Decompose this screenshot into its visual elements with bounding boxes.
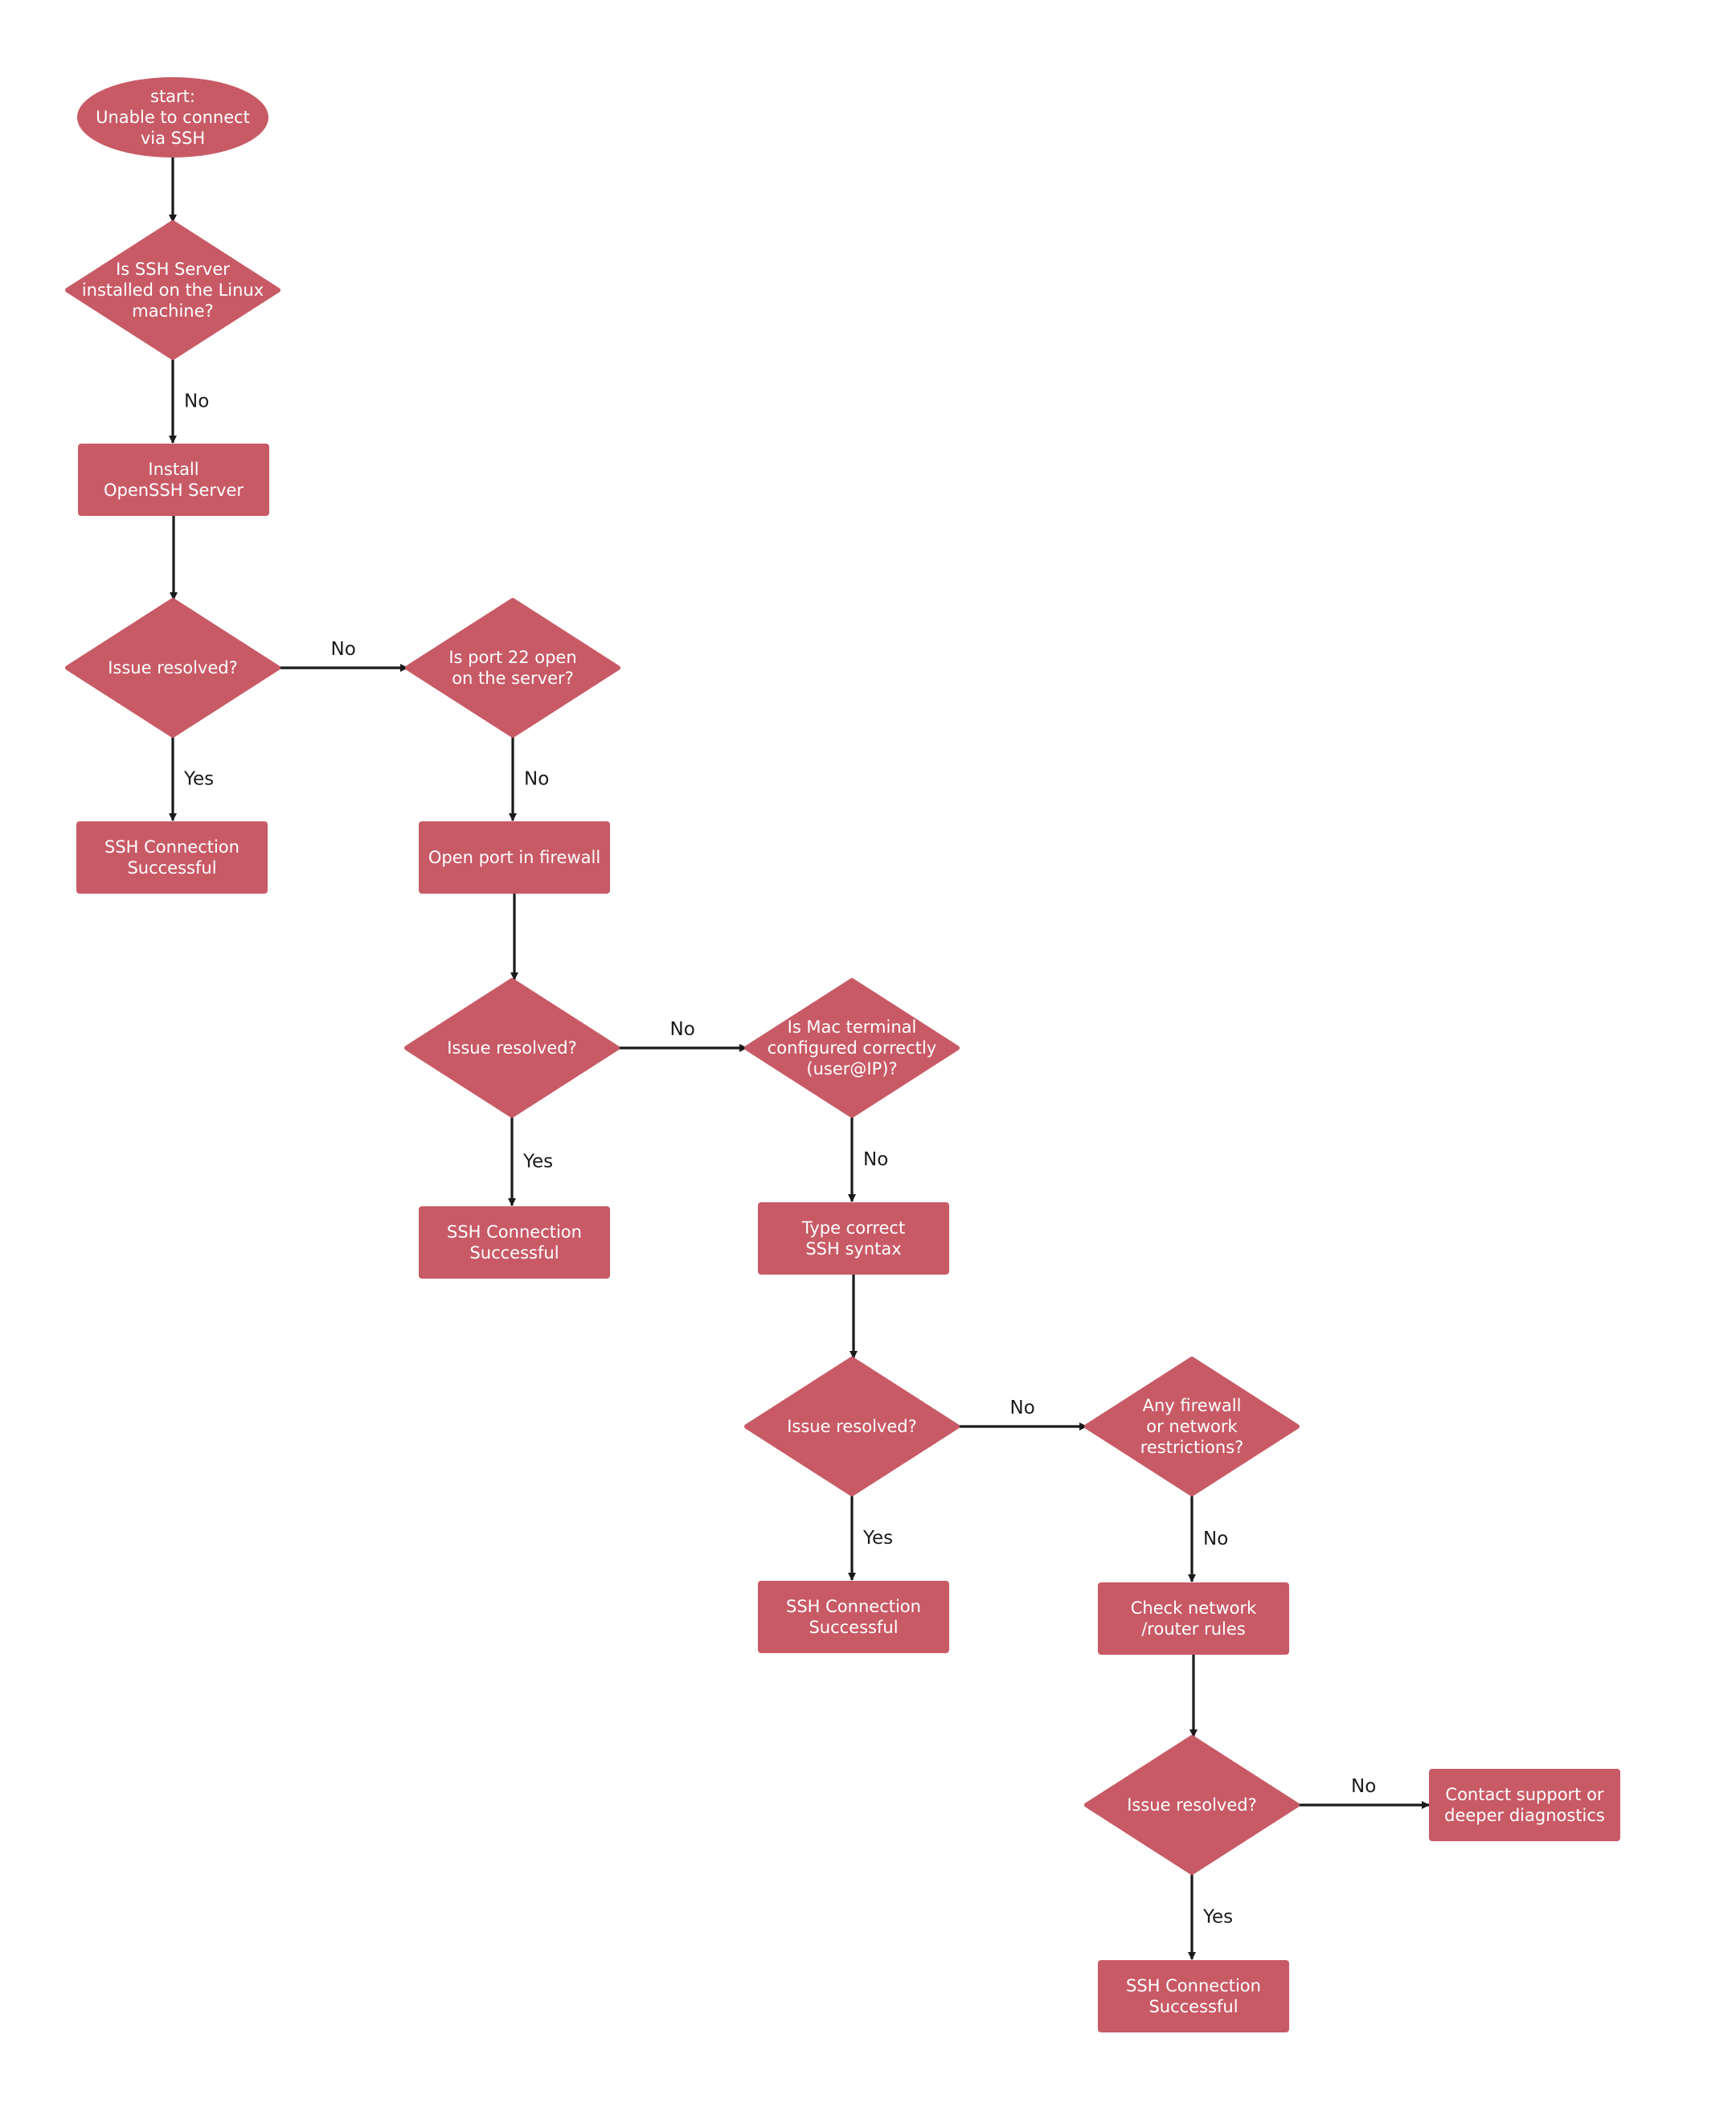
process-box bbox=[758, 1581, 949, 1653]
process-box bbox=[758, 1202, 949, 1275]
edge-label: No bbox=[1203, 1529, 1228, 1549]
node-contact: Contact support or deeper diagnostics bbox=[1429, 1769, 1620, 1841]
node-label-line: Contact support or bbox=[1445, 1785, 1604, 1804]
node-label-line: Successful bbox=[127, 858, 216, 878]
node-label-line: Is SSH Server bbox=[116, 260, 230, 279]
node-start: start: Unable to connect via SSH bbox=[77, 77, 268, 158]
decision-diamond bbox=[1084, 1357, 1300, 1496]
node-label-line: (user@IP)? bbox=[806, 1059, 897, 1079]
edge-label: Yes bbox=[522, 1152, 553, 1173]
process-box bbox=[78, 444, 269, 516]
process-box bbox=[76, 821, 268, 894]
node-label-line: Is port 22 open bbox=[448, 648, 576, 667]
node-label-line: Issue resolved? bbox=[447, 1038, 577, 1058]
node-label-line: installed on the Linux bbox=[82, 280, 264, 300]
node-resolved2: Issue resolved? bbox=[404, 978, 620, 1118]
node-label-line: SSH Connection bbox=[104, 837, 240, 857]
node-label-line: deeper diagnostics bbox=[1444, 1806, 1605, 1825]
node-label-line: Issue resolved? bbox=[1127, 1795, 1257, 1815]
decision-diamond bbox=[744, 1357, 960, 1496]
process-box bbox=[1098, 1582, 1289, 1655]
node-label-line: Open port in firewall bbox=[428, 848, 600, 867]
edge-label: No bbox=[524, 769, 549, 790]
decision-diamond bbox=[65, 220, 280, 360]
node-label-line: OpenSSH Server bbox=[104, 481, 244, 500]
node-label-line: restrictions? bbox=[1140, 1438, 1244, 1457]
decision-diamond bbox=[65, 598, 280, 738]
edge-label: No bbox=[1010, 1398, 1035, 1418]
node-label-line: SSH Connection bbox=[447, 1222, 582, 1242]
edge-label: Yes bbox=[1202, 1907, 1233, 1928]
node-label-line: start: bbox=[150, 87, 195, 106]
node-label-line: SSH syntax bbox=[805, 1239, 901, 1259]
node-label-line: Type correct bbox=[801, 1218, 905, 1238]
decision-diamond bbox=[1084, 1735, 1300, 1875]
node-q-firewall: Any firewall or network restrictions? bbox=[1084, 1357, 1300, 1496]
node-label-line: Unable to connect bbox=[96, 108, 250, 127]
edge-label: No bbox=[1351, 1776, 1376, 1797]
node-q-port: Is port 22 open on the server? bbox=[405, 598, 620, 738]
edge-label: No bbox=[670, 1019, 695, 1040]
node-label-line: configured correctly bbox=[768, 1038, 936, 1058]
node-label-line: SSH Connection bbox=[1126, 1976, 1261, 1995]
decision-diamond bbox=[744, 978, 960, 1118]
node-label-line: Is Mac terminal bbox=[788, 1017, 917, 1037]
node-resolved1: Issue resolved? bbox=[65, 598, 280, 738]
node-open-port: Open port in firewall bbox=[419, 821, 610, 894]
node-label-line: Successful bbox=[469, 1243, 559, 1263]
edge-label: No bbox=[863, 1149, 888, 1170]
node-label-line: Successful bbox=[1148, 1997, 1238, 2016]
node-label-line: on the server? bbox=[452, 669, 574, 688]
node-label-line: Check network bbox=[1131, 1598, 1257, 1618]
process-box bbox=[419, 1206, 610, 1279]
edge-label: No bbox=[184, 391, 209, 412]
node-label-line: /router rules bbox=[1141, 1619, 1246, 1639]
process-box bbox=[1429, 1769, 1620, 1841]
process-box bbox=[1098, 1960, 1289, 2032]
edge-label: Yes bbox=[183, 769, 214, 790]
node-label-line: Any firewall bbox=[1143, 1396, 1242, 1415]
decision-diamond bbox=[405, 598, 620, 738]
node-check-network: Check network/router rules bbox=[1098, 1582, 1289, 1655]
node-label-line: or network bbox=[1146, 1417, 1238, 1436]
node-label-line: Successful bbox=[809, 1618, 898, 1637]
nodes-layer: start: Unable to connect via SSH Is SSH Ser… bbox=[65, 77, 1620, 2032]
node-label-line: Install bbox=[148, 460, 199, 479]
node-label-line: Issue resolved? bbox=[787, 1417, 917, 1436]
edge-label: No bbox=[331, 639, 356, 660]
node-label-line: Issue resolved? bbox=[108, 658, 238, 677]
process-box bbox=[419, 821, 610, 894]
node-resolved4: Issue resolved? bbox=[1084, 1735, 1300, 1875]
decision-diamond bbox=[404, 978, 620, 1118]
node-label-line: machine? bbox=[132, 301, 213, 321]
edge-label: Yes bbox=[862, 1528, 893, 1549]
node-label-line: SSH Connection bbox=[786, 1597, 921, 1616]
node-resolved3: Issue resolved? bbox=[744, 1357, 960, 1496]
node-label-line: via SSH bbox=[141, 129, 205, 148]
start-terminal bbox=[77, 77, 268, 158]
